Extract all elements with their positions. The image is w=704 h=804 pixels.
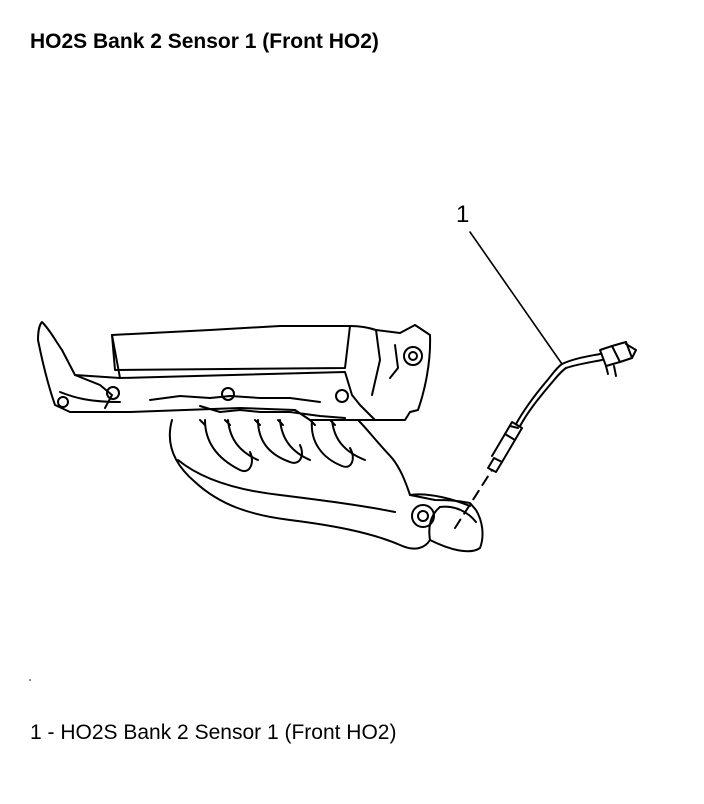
oxygen-sensor [487, 341, 637, 473]
page-title: HO2S Bank 2 Sensor 1 (Front HO2) [30, 30, 379, 53]
exhaust-manifold [168, 419, 484, 553]
callout-number: 1 [456, 201, 469, 228]
cylinder-head [37, 321, 432, 421]
callout-leader-line [469, 231, 563, 365]
install-direction-line [454, 469, 493, 529]
legend-item: 1 - HO2S Bank 2 Sensor 1 (Front HO2) [30, 721, 397, 744]
